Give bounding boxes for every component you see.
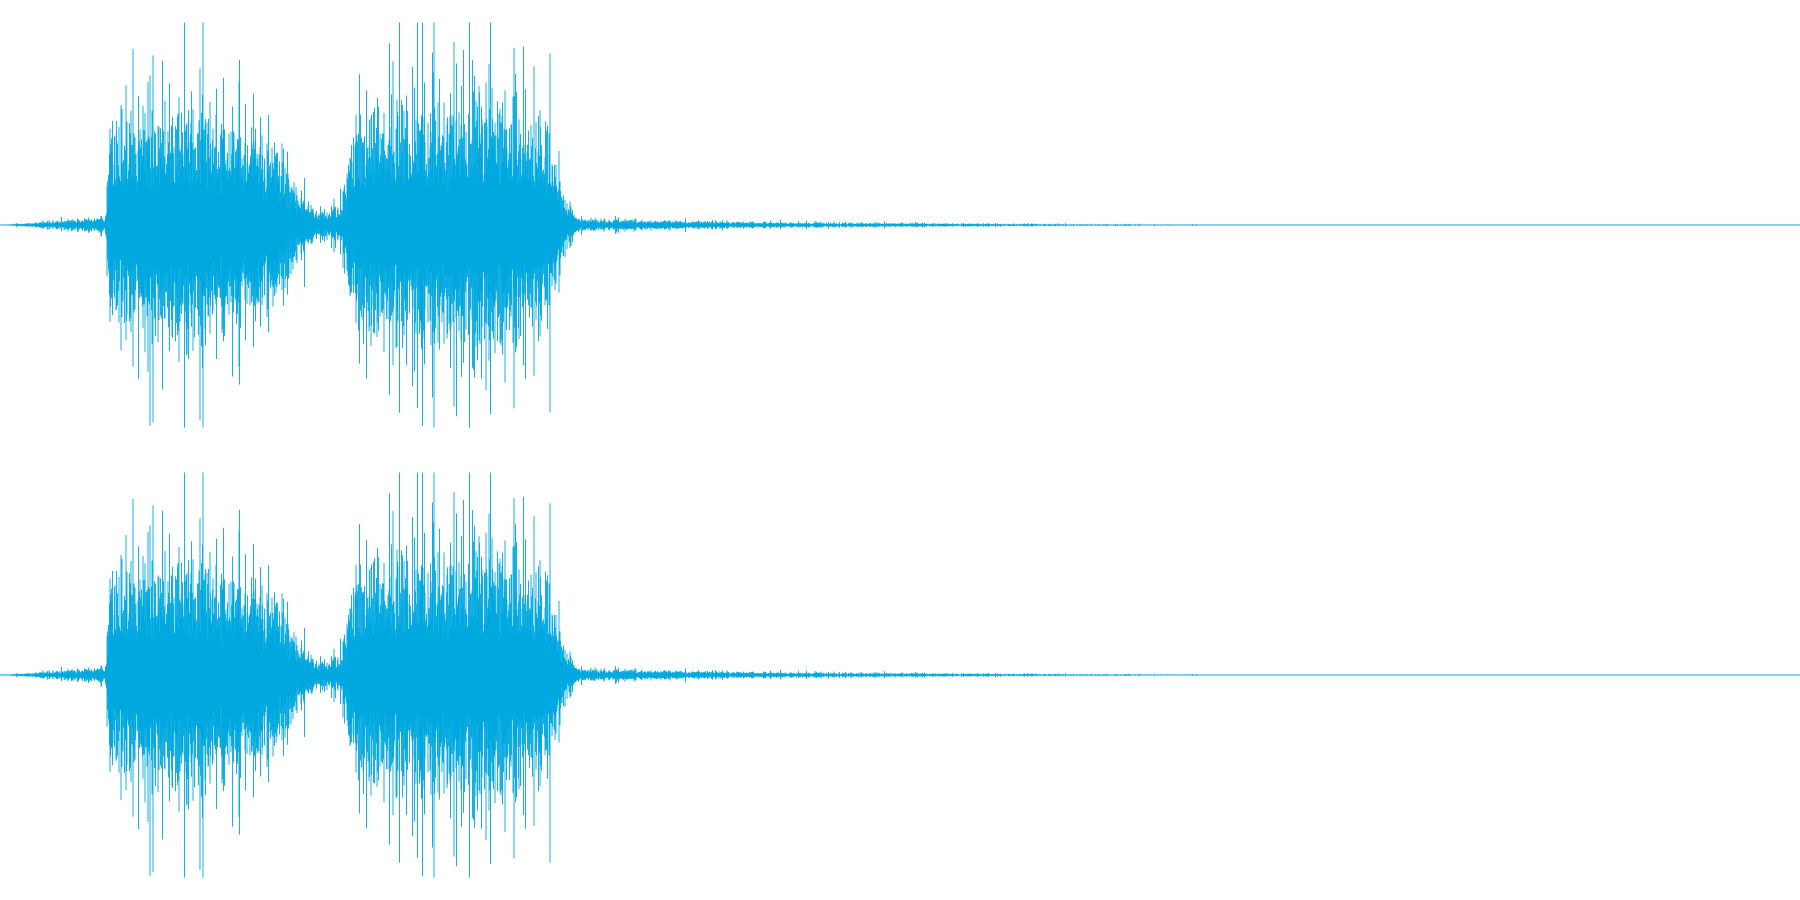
waveform-signal	[1, 22, 1242, 428]
waveform-channel-left	[0, 22, 1800, 428]
waveform-channel-right	[0, 472, 1800, 878]
waveform-signal	[1, 472, 1242, 878]
